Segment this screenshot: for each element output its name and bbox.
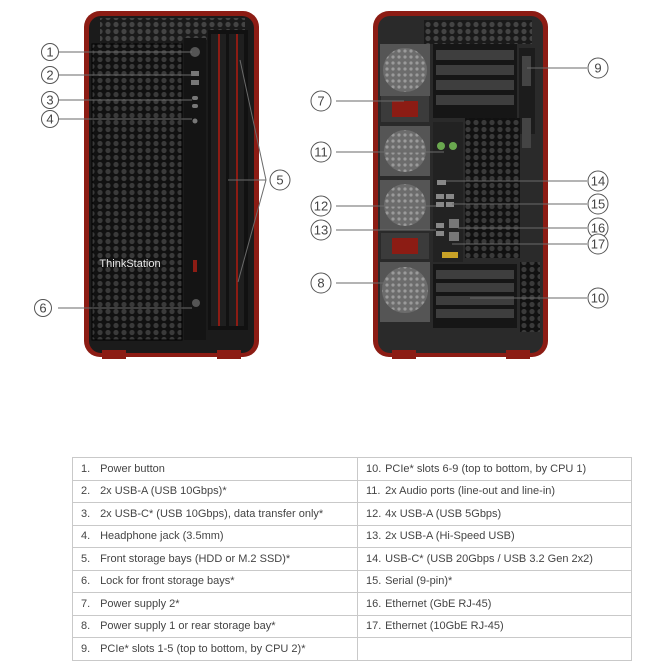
callout-6: 6 — [39, 301, 46, 316]
table-row: 9. PCIe* slots 1-5 (top to bottom, by CP… — [72, 637, 632, 661]
callout-2: 2 — [46, 68, 53, 83]
usb-c-port-icon — [192, 96, 198, 100]
usb-c-port-icon — [192, 104, 198, 108]
callout-5: 5 — [276, 173, 283, 188]
warning-label-icon — [442, 252, 458, 258]
audio-port-icon — [437, 142, 445, 150]
legend-item: 4. Headphone jack (3.5mm) — [72, 524, 358, 548]
legend-item: 3. 2x USB-C* (USB 10Gbps), data transfer… — [72, 502, 358, 526]
workstation-diagram: ThinkStation — [34, 11, 609, 359]
callout-10: 10 — [591, 291, 605, 306]
legend-item-empty — [357, 637, 632, 661]
table-row: 4. Headphone jack (3.5mm) 13. 2x USB-A (… — [72, 524, 632, 548]
callout-8: 8 — [317, 276, 324, 291]
legend-item: 1. Power button — [72, 457, 358, 481]
power-button-icon — [190, 47, 200, 57]
callout-14: 14 — [591, 174, 605, 189]
callout-13: 13 — [314, 223, 328, 238]
table-row: 5. Front storage bays (HDD or M.2 SSD)* … — [72, 547, 632, 571]
brand-label: ThinkStation — [99, 258, 160, 270]
usb-a-port-icon — [191, 80, 199, 85]
legend-item: 12. 4x USB-A (USB 5Gbps) — [357, 502, 632, 526]
callout-badges — [34, 43, 609, 317]
callout-3: 3 — [46, 93, 53, 108]
usb-a-port-icon — [191, 71, 199, 76]
legend-item: 16. Ethernet (GbE RJ-45) — [357, 592, 632, 616]
rear-chassis — [373, 11, 548, 359]
legend-item: 2. 2x USB-A (USB 10Gbps)* — [72, 479, 358, 503]
legend-item: 7. Power supply 2* — [72, 592, 358, 616]
callout-1: 1 — [46, 45, 53, 60]
callout-11: 11 — [314, 145, 328, 160]
front-chassis: ThinkStation — [84, 11, 259, 359]
legend-item: 17. Ethernet (10GbE RJ-45) — [357, 614, 632, 638]
ethernet-port-icon — [449, 219, 459, 228]
callout-7: 7 — [317, 94, 324, 109]
legend-item: 9. PCIe* slots 1-5 (top to bottom, by CP… — [72, 637, 358, 661]
callout-12: 12 — [314, 199, 328, 214]
legend-item: 8. Power supply 1 or rear storage bay* — [72, 614, 358, 638]
table-row: 7. Power supply 2* 16. Ethernet (GbE RJ-… — [72, 592, 632, 616]
legend-item: 6. Lock for front storage bays* — [72, 569, 358, 593]
callout-16: 16 — [591, 221, 605, 236]
legend-table: 1. Power button 10. PCIe* slots 6-9 (top… — [72, 457, 632, 661]
legend-item: 15. Serial (9-pin)* — [357, 569, 632, 593]
table-row: 3. 2x USB-C* (USB 10Gbps), data transfer… — [72, 502, 632, 526]
table-row: 1. Power button 10. PCIe* slots 6-9 (top… — [72, 457, 632, 481]
table-row: 6. Lock for front storage bays* 15. Seri… — [72, 569, 632, 593]
legend-item: 13. 2x USB-A (Hi-Speed USB) — [357, 524, 632, 548]
lock-icon — [192, 299, 200, 307]
callout-4: 4 — [46, 112, 53, 127]
table-row: 8. Power supply 1 or rear storage bay* 1… — [72, 614, 632, 638]
audio-port-icon — [449, 142, 457, 150]
callout-15: 15 — [591, 197, 605, 212]
ethernet-port-icon — [449, 232, 459, 241]
callout-lines — [58, 51, 587, 309]
callout-17: 17 — [591, 237, 605, 252]
legend-item: 5. Front storage bays (HDD or M.2 SSD)* — [72, 547, 358, 571]
headphone-jack-icon — [192, 118, 198, 124]
legend-item: 14. USB-C* (USB 20Gbps / USB 3.2 Gen 2x2… — [357, 547, 632, 571]
legend-item: 10. PCIe* slots 6-9 (top to bottom, by C… — [357, 457, 632, 481]
usb-c-port-icon — [437, 180, 446, 185]
callout-9: 9 — [594, 61, 601, 76]
legend-item: 11. 2x Audio ports (line-out and line-in… — [357, 479, 632, 503]
table-row: 2. 2x USB-A (USB 10Gbps)* 11. 2x Audio p… — [72, 479, 632, 503]
